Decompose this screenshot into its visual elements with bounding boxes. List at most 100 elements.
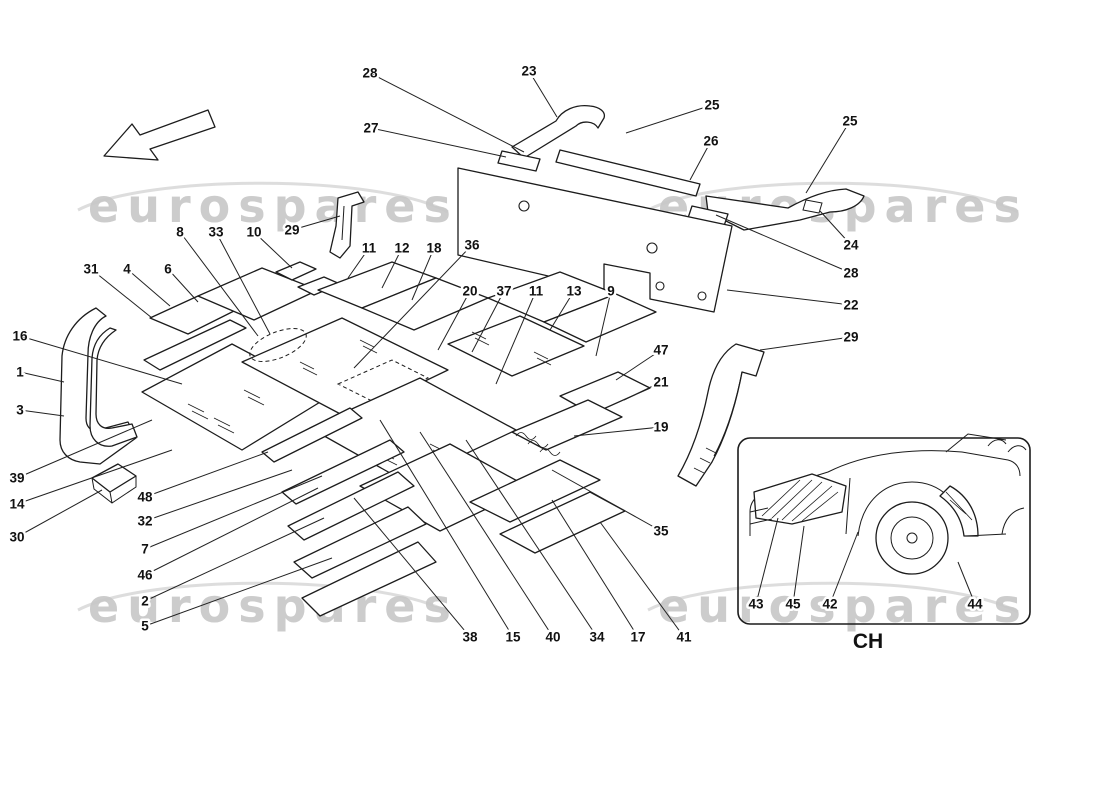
callout-40[interactable]: 40 bbox=[543, 627, 563, 647]
callout-29[interactable]: 29 bbox=[282, 220, 302, 240]
leader-line-19 bbox=[573, 426, 662, 437]
callout-10[interactable]: 10 bbox=[244, 222, 264, 242]
callout-2[interactable]: 2 bbox=[139, 591, 152, 611]
callout-19[interactable]: 19 bbox=[651, 417, 671, 437]
leader-line-32 bbox=[144, 469, 293, 522]
leader-line-7 bbox=[144, 475, 323, 550]
dashed-outline-rect bbox=[336, 359, 430, 403]
callout-41[interactable]: 41 bbox=[674, 627, 695, 647]
callout-26[interactable]: 26 bbox=[701, 131, 722, 151]
callout-38[interactable]: 38 bbox=[460, 627, 481, 647]
watermark-text: eurospares bbox=[88, 579, 459, 633]
callout-18[interactable]: 18 bbox=[424, 238, 445, 258]
panel-hole bbox=[646, 242, 658, 254]
callout-9[interactable]: 9 bbox=[605, 281, 618, 301]
panel-hole bbox=[518, 200, 530, 212]
callout-4[interactable]: 4 bbox=[121, 259, 134, 279]
callout-22[interactable]: 22 bbox=[841, 295, 861, 315]
callout-17[interactable]: 17 bbox=[628, 627, 648, 647]
callout-29[interactable]: 29 bbox=[841, 327, 861, 347]
callout-25[interactable]: 25 bbox=[702, 95, 723, 115]
callout-5[interactable]: 5 bbox=[139, 616, 152, 636]
callout-35[interactable]: 35 bbox=[651, 521, 672, 541]
callout-20[interactable]: 20 bbox=[460, 281, 480, 301]
vent-slots bbox=[187, 389, 265, 434]
callout-14[interactable]: 14 bbox=[7, 494, 28, 514]
leader-line-39 bbox=[16, 419, 153, 479]
callout-44[interactable]: 44 bbox=[965, 594, 986, 614]
leader-line-26 bbox=[689, 140, 712, 181]
leader-line-34 bbox=[465, 439, 598, 638]
insulation-pad-left bbox=[497, 150, 541, 172]
dashed-outline-oval bbox=[249, 328, 307, 362]
callout-27[interactable]: 27 bbox=[361, 118, 381, 138]
leader-line-9 bbox=[595, 290, 612, 357]
callout-47[interactable]: 47 bbox=[651, 340, 671, 360]
callout-33[interactable]: 33 bbox=[206, 222, 227, 242]
callout-30[interactable]: 30 bbox=[7, 527, 27, 547]
leader-line-5 bbox=[144, 557, 333, 627]
callout-13[interactable]: 13 bbox=[564, 281, 585, 301]
leader-line-43 bbox=[755, 517, 779, 605]
callout-21[interactable]: 21 bbox=[651, 372, 672, 392]
car-sill-lines bbox=[845, 477, 1025, 537]
callout-7[interactable]: 7 bbox=[139, 539, 152, 559]
callout-6[interactable]: 6 bbox=[162, 259, 175, 279]
leader-line-17 bbox=[551, 499, 639, 638]
block-panel-30-depth bbox=[91, 476, 137, 504]
watermark-swoosh bbox=[77, 181, 449, 214]
callout-48[interactable]: 48 bbox=[135, 487, 156, 507]
callout-46[interactable]: 46 bbox=[135, 565, 156, 585]
callout-37[interactable]: 37 bbox=[494, 281, 514, 301]
leader-line-25 bbox=[625, 104, 713, 134]
car-sketch bbox=[749, 433, 1027, 575]
leader-lines-layer bbox=[16, 70, 976, 638]
leader-line-21 bbox=[623, 381, 662, 401]
leader-line-40 bbox=[419, 431, 554, 638]
block-panel-30 bbox=[91, 463, 137, 493]
callout-25[interactable]: 25 bbox=[840, 111, 861, 131]
watermark-swoosh bbox=[647, 581, 1019, 614]
callout-23[interactable]: 23 bbox=[519, 61, 540, 81]
callout-42[interactable]: 42 bbox=[820, 594, 840, 614]
callout-36[interactable]: 36 bbox=[462, 235, 483, 255]
wheelarch-panel-inner bbox=[89, 327, 138, 447]
leader-line-46 bbox=[144, 487, 319, 576]
leader-line-30 bbox=[16, 489, 103, 538]
callout-39[interactable]: 39 bbox=[7, 468, 27, 488]
callout-43[interactable]: 43 bbox=[746, 594, 767, 614]
callout-28[interactable]: 28 bbox=[841, 263, 862, 283]
callout-3[interactable]: 3 bbox=[14, 400, 27, 420]
leader-line-28 bbox=[369, 72, 525, 153]
leader-line-13 bbox=[549, 290, 575, 331]
leader-line-31 bbox=[90, 268, 153, 319]
leader-line-29 bbox=[291, 215, 341, 231]
archliner-hatch bbox=[945, 491, 973, 521]
callout-32[interactable]: 32 bbox=[135, 511, 155, 531]
callout-11[interactable]: 11 bbox=[359, 238, 379, 258]
callout-11[interactable]: 11 bbox=[526, 281, 546, 301]
leader-line-10 bbox=[253, 231, 293, 269]
callout-24[interactable]: 24 bbox=[841, 235, 862, 255]
callout-12[interactable]: 12 bbox=[392, 238, 412, 258]
leader-line-20 bbox=[437, 290, 471, 351]
leader-line-12 bbox=[381, 247, 403, 289]
leader-line-14 bbox=[16, 449, 173, 505]
leader-line-44 bbox=[957, 561, 976, 605]
pillar-hatch bbox=[693, 447, 717, 474]
front-bumper-lines bbox=[749, 507, 773, 525]
callout-16[interactable]: 16 bbox=[10, 326, 31, 346]
callout-28[interactable]: 28 bbox=[360, 63, 381, 83]
direction-arrow bbox=[103, 109, 216, 161]
callout-8[interactable]: 8 bbox=[174, 222, 187, 242]
callout-15[interactable]: 15 bbox=[503, 627, 524, 647]
leader-line-41 bbox=[599, 521, 685, 638]
callout-31[interactable]: 31 bbox=[81, 259, 102, 279]
wheel-hub bbox=[906, 532, 918, 544]
callout-45[interactable]: 45 bbox=[783, 594, 804, 614]
callout-34[interactable]: 34 bbox=[587, 627, 608, 647]
callout-1[interactable]: 1 bbox=[14, 362, 27, 382]
strip-cutout bbox=[802, 199, 823, 214]
